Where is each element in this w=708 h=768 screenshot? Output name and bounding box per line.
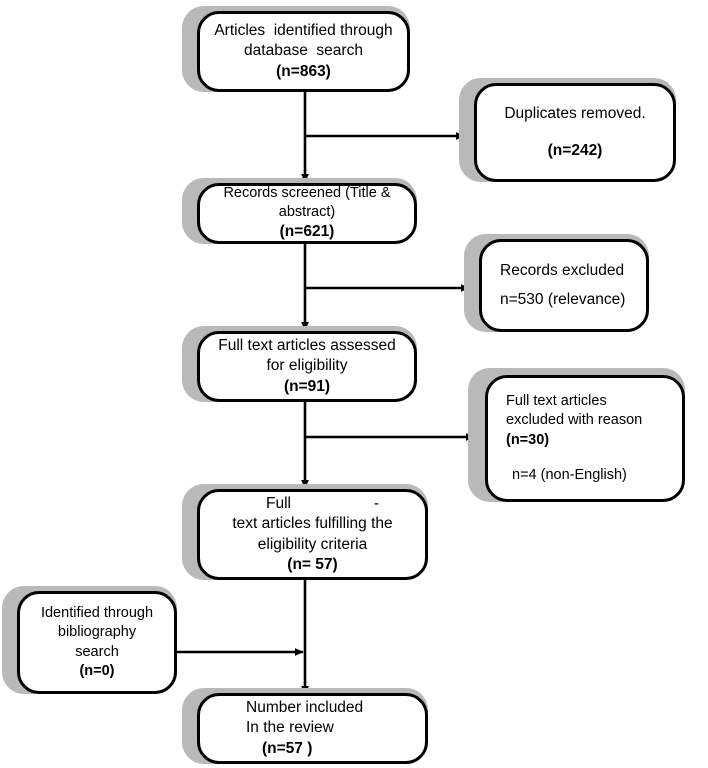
node-text-line2: excluded with reason: [506, 412, 643, 429]
node-reason-text: (non-English): [536, 466, 627, 483]
node-spacer: [482, 281, 646, 290]
node-count: (n=242): [547, 141, 603, 159]
node-spacer: [488, 450, 682, 466]
node-count: (n=0): [79, 662, 115, 679]
node-box: Duplicates removed. (n=242): [474, 83, 676, 182]
node-fulltext-fulfilling: Full - text articles fulfilling the eligi…: [182, 484, 428, 580]
node-duplicates-removed: Duplicates removed. (n=242): [459, 78, 676, 182]
node-records-screened: Records screened (Title & abstract) (n=6…: [182, 178, 417, 244]
node-count: (n= 57): [287, 555, 338, 573]
node-text-line3: search: [75, 643, 119, 660]
node-bibliography-search: Identified through bibliography search (…: [2, 586, 177, 694]
node-records-excluded: Records excluded n=530 (relevance): [464, 234, 649, 332]
node-text-line2: text articles fulfilling the: [232, 515, 393, 533]
node-reason-bold: n=4: [512, 466, 537, 483]
node-box: Full - text articles fulfilling the eligi…: [197, 489, 428, 580]
node-text-line2: In the review: [246, 719, 334, 737]
node-number-included: Number included In the review (n=57 ): [182, 688, 428, 764]
node-text-line1: Full text articles: [506, 393, 607, 410]
node-count: (n=621): [279, 223, 335, 241]
node-text-line1-a: Full: [266, 494, 291, 512]
node-text-line1: Records excluded: [500, 261, 625, 279]
node-count-row: n=530 (relevance): [482, 290, 646, 310]
node-box: Records screened (Title & abstract) (n=6…: [197, 183, 417, 244]
node-count: (n=91): [283, 377, 331, 395]
node-text-line2: bibliography: [57, 624, 137, 641]
node-count: (n=30): [506, 431, 550, 448]
node-text-line3: eligibility criteria: [257, 535, 368, 553]
node-text-line2: database search: [244, 42, 363, 60]
node-text-line1: Number included: [246, 698, 364, 716]
node-count-reason: (relevance): [543, 291, 626, 308]
node-text-line1: Records screened (Title & abstract): [223, 185, 395, 221]
node-text-line1: Duplicates removed.: [504, 105, 646, 123]
node-reason-row: n=4 (non-English): [488, 466, 682, 485]
node-spacer: [477, 125, 673, 141]
node-box: Articles identified through database sea…: [197, 11, 410, 92]
node-box: Full text articles assessed for eligibil…: [197, 331, 417, 402]
node-count: (n=863): [276, 62, 331, 80]
node-count: (n=57 ): [262, 739, 313, 757]
node-text-line1: Full -: [200, 494, 425, 514]
node-text-line1: Full text articles assessed: [218, 336, 396, 354]
node-text-line2: for eligibility: [266, 357, 348, 375]
node-articles-identified: Articles identified through database sea…: [182, 6, 410, 92]
node-box: Number included In the review (n=57 ): [197, 693, 428, 764]
node-count-bold: n=530: [500, 291, 544, 308]
node-box: Identified through bibliography search (…: [17, 591, 177, 694]
node-text-line1-b: -: [373, 494, 379, 512]
node-text-line1: Articles identified through: [214, 21, 393, 39]
node-box: Full text articles excluded with reason …: [485, 375, 685, 502]
node-box: Records excluded n=530 (relevance): [479, 239, 649, 332]
node-text-line1: Identified through: [40, 605, 154, 622]
node-fulltext-excluded: Full text articles excluded with reason …: [468, 368, 685, 502]
node-fulltext-assessed: Full text articles assessed for eligibil…: [182, 326, 417, 402]
